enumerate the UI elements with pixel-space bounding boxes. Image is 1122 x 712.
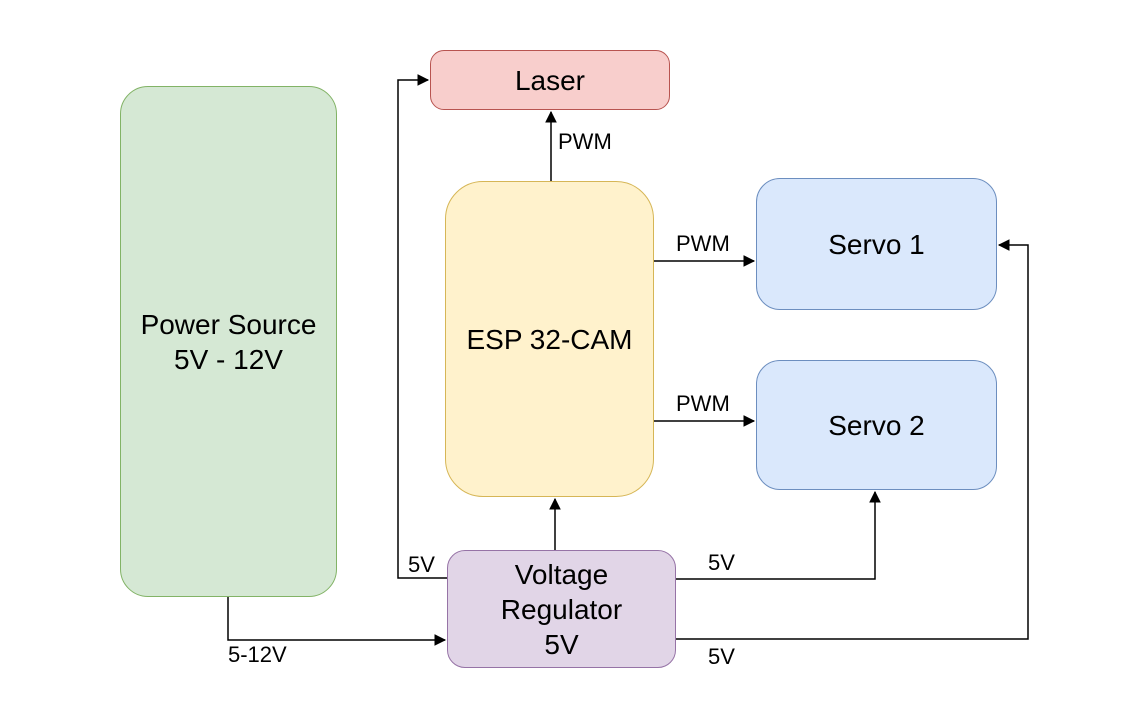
esp32-cam-label: ESP 32-CAM — [466, 323, 633, 355]
label-5-12v-power-to-regulator: 5-12V — [228, 642, 287, 667]
label-pwm-esp-to-servo1: PWM — [676, 231, 730, 256]
node-esp32-cam: ESP 32-CAM — [445, 181, 654, 497]
servo-2-label: Servo 2 — [828, 409, 925, 441]
node-power-source: Power Source 5V - 12V — [120, 86, 337, 597]
label-pwm-esp-to-laser: PWM — [558, 129, 612, 154]
power-source-label-line1: Power Source — [140, 308, 317, 340]
voltage-regulator-label-line1: Voltage — [514, 558, 609, 590]
node-servo-2: Servo 2 — [756, 360, 997, 490]
edge-power-to-regulator — [227, 597, 447, 646]
voltage-regulator-label-line3: 5V — [544, 628, 579, 660]
node-servo-1: Servo 1 — [756, 178, 997, 310]
edge-regulator-to-servo1 — [676, 239, 1029, 640]
servo-1-label: Servo 1 — [828, 228, 925, 260]
laser-label: Laser — [514, 64, 586, 96]
edge-regulator-to-laser — [397, 74, 447, 579]
label-pwm-esp-to-servo2: PWM — [676, 391, 730, 416]
label-5v-regulator-to-servo2: 5V — [708, 550, 735, 575]
label-5v-regulator-to-servo1: 5V — [708, 644, 735, 669]
label-5v-regulator-to-laser: 5V — [408, 552, 435, 577]
node-laser: Laser — [430, 50, 670, 110]
power-source-label-line2: 5V - 12V — [174, 343, 283, 375]
voltage-regulator-label-line2: Regulator — [500, 593, 623, 625]
node-voltage-regulator: Voltage Regulator 5V — [447, 550, 676, 668]
edge-regulator-to-servo2 — [676, 490, 881, 580]
